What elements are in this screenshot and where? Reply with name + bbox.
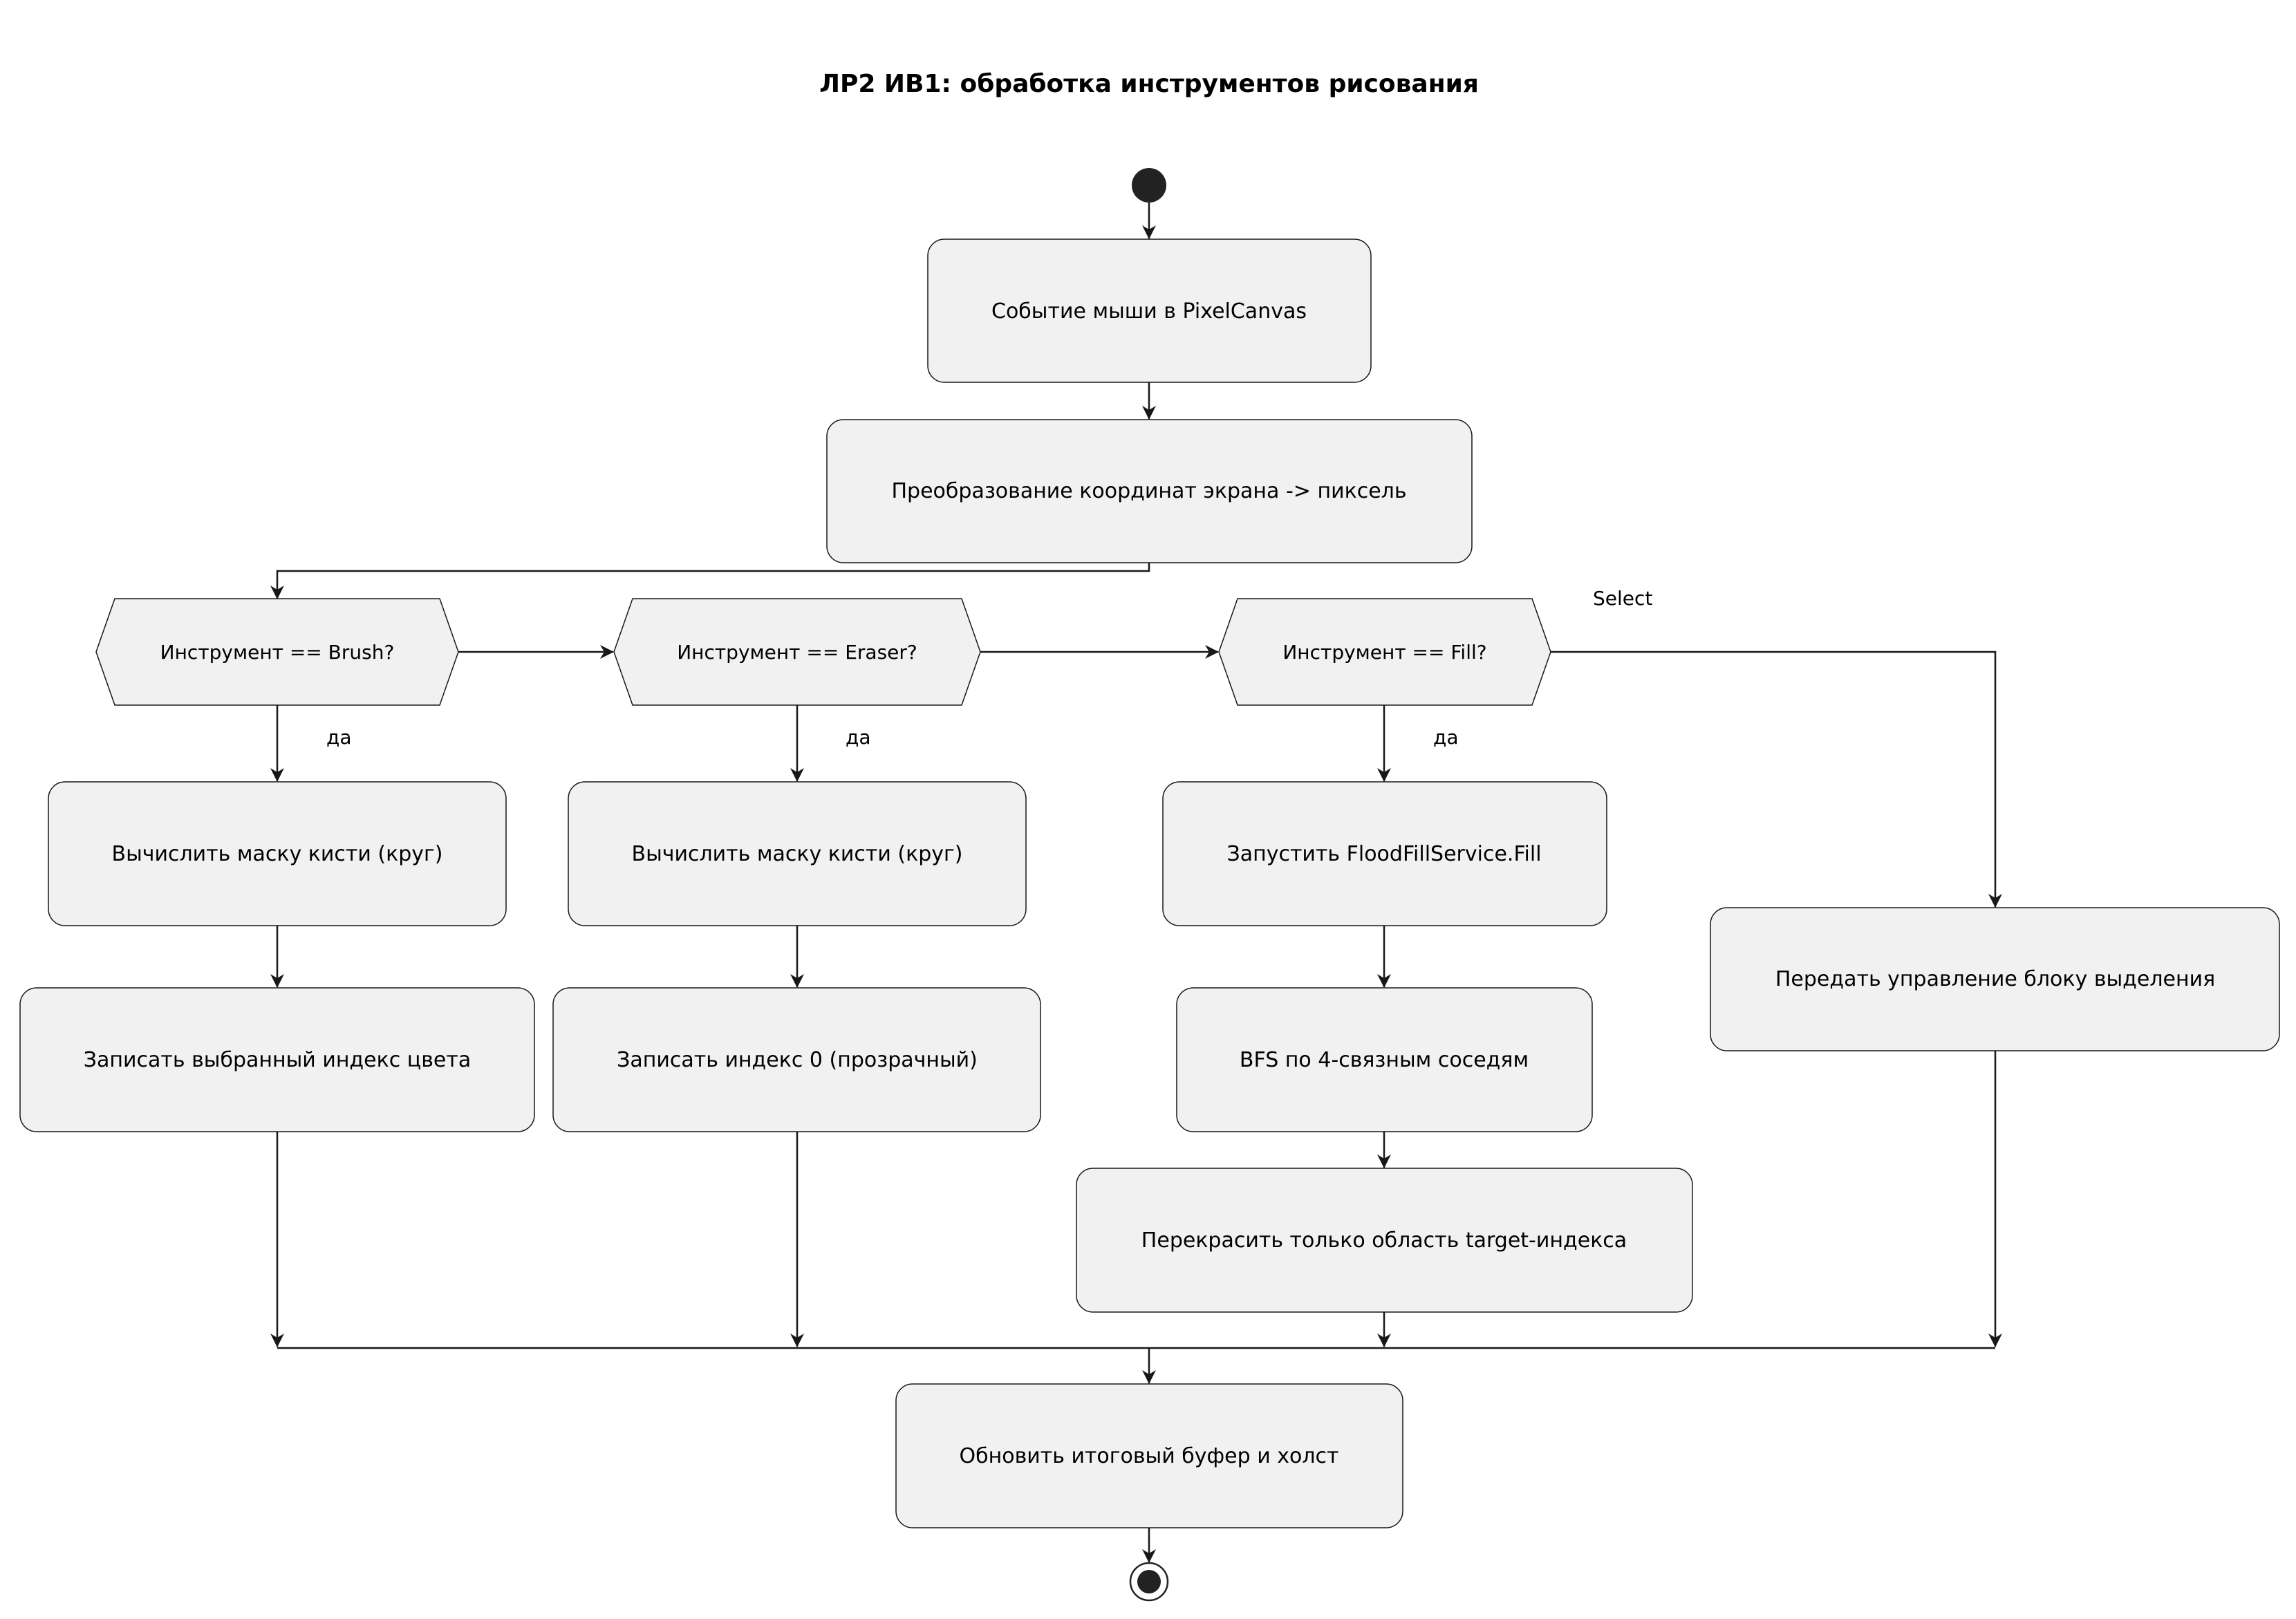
- action-brush-write-label: Записать выбранный индекс цвета: [84, 1048, 471, 1072]
- decision-fill: Инструмент == Fill?: [1218, 598, 1551, 706]
- action-fill-run-label: Запустить FloodFillService.Fill: [1226, 842, 1541, 866]
- edge-convert-to-brush-decision: [270, 563, 1150, 599]
- label-brush-yes: да: [326, 726, 352, 749]
- decision-eraser-label: Инструмент == Eraser?: [677, 641, 917, 664]
- action-fill-run: Запустить FloodFillService.Fill: [1162, 781, 1607, 926]
- action-fill-bfs: BFS по 4-связным соседям: [1176, 987, 1593, 1132]
- action-eraser-write: Записать индекс 0 (прозрачный): [552, 987, 1041, 1132]
- action-fill-repaint-label: Перекрасить только область target-индекс…: [1141, 1228, 1627, 1253]
- decision-brush-label: Инструмент == Brush?: [160, 641, 395, 664]
- action-select-pass: Передать управление блоку выделения: [1710, 907, 2280, 1051]
- action-mouse-event: Событие мыши в PixelCanvas: [927, 238, 1372, 383]
- action-brush-mask: Вычислить маску кисти (круг): [48, 781, 507, 926]
- action-select-pass-label: Передать управление блоку выделения: [1775, 967, 2215, 991]
- action-brush-write: Записать выбранный индекс цвета: [19, 987, 535, 1132]
- action-fill-bfs-label: BFS по 4-связным соседям: [1240, 1048, 1529, 1072]
- action-brush-mask-label: Вычислить маску кисти (круг): [112, 842, 443, 866]
- diagram-title: ЛР2 ИВ1: обработка инструментов рисовани…: [819, 70, 1479, 98]
- label-fill-yes: да: [1433, 726, 1459, 749]
- edges: [270, 203, 2002, 1563]
- edge-fill-no-to-select: [1551, 651, 2002, 908]
- start-node: [1132, 168, 1166, 203]
- label-select: Select: [1593, 587, 1652, 610]
- action-update-buffer-label: Обновить итоговый буфер и холст: [959, 1444, 1338, 1468]
- decision-eraser: Инструмент == Eraser?: [613, 598, 981, 706]
- end-node: [1129, 1562, 1169, 1602]
- action-convert-coords-label: Преобразование координат экрана -> пиксе…: [891, 479, 1406, 503]
- action-fill-repaint: Перекрасить только область target-индекс…: [1076, 1168, 1693, 1313]
- label-eraser-yes: да: [846, 726, 871, 749]
- decision-fill-label: Инструмент == Fill?: [1282, 641, 1486, 664]
- action-eraser-mask-label: Вычислить маску кисти (круг): [632, 842, 963, 866]
- decision-brush: Инструмент == Brush?: [95, 598, 459, 706]
- action-eraser-write-label: Записать индекс 0 (прозрачный): [617, 1048, 978, 1072]
- action-eraser-mask: Вычислить маску кисти (круг): [568, 781, 1027, 926]
- action-convert-coords: Преобразование координат экрана -> пиксе…: [826, 419, 1473, 563]
- action-mouse-event-label: Событие мыши в PixelCanvas: [991, 299, 1307, 324]
- action-update-buffer: Обновить итоговый буфер и холст: [895, 1383, 1403, 1528]
